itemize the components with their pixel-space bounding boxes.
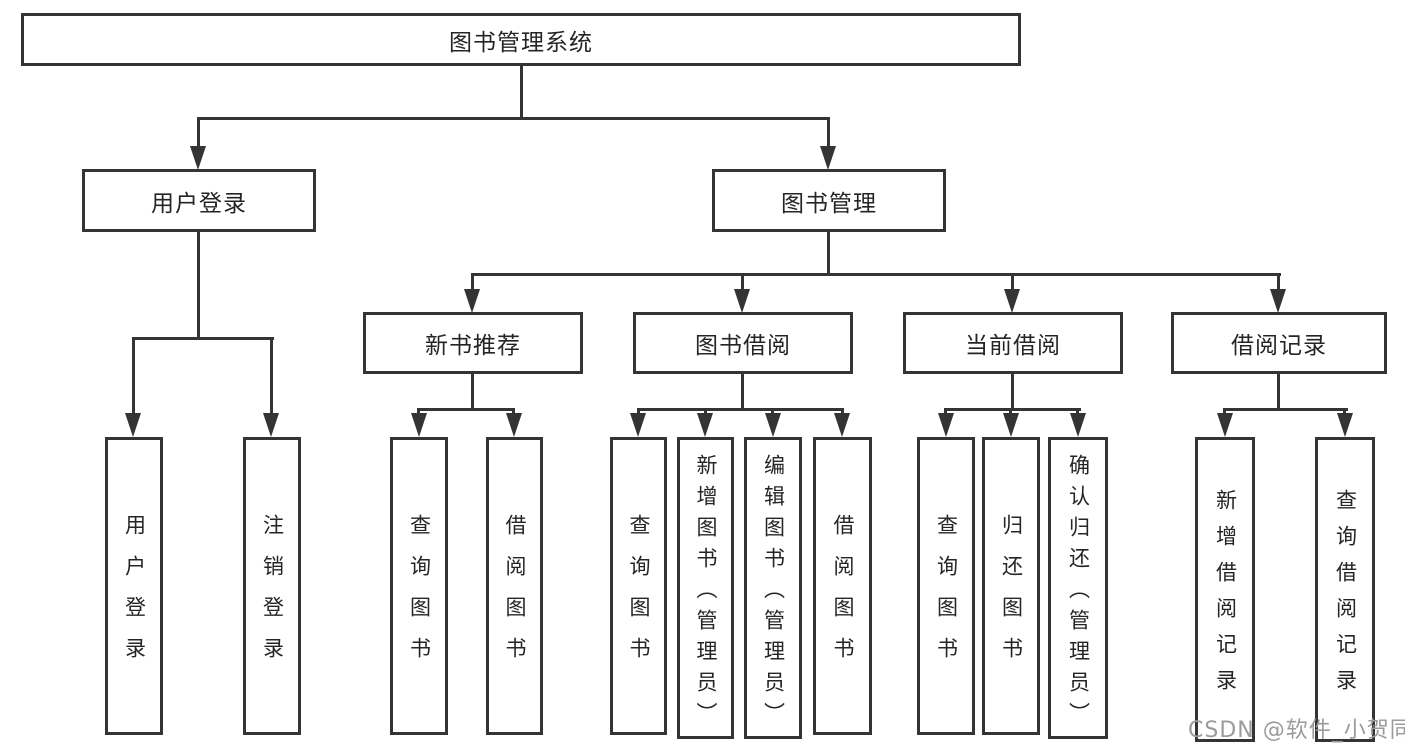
connector-stub-leaf [1009, 410, 1012, 415]
connector-level2-rail [197, 117, 830, 120]
connector-current-borrow-trunk [1011, 374, 1014, 410]
node-book-borrow: 图书借阅 [633, 312, 853, 374]
node-user-login-label: 用户登录 [151, 190, 247, 217]
arrowhead-icon [834, 413, 850, 437]
leaf-record-add-borrow-record: 新增借阅记录 [1195, 437, 1255, 742]
node-new-book-recommend-label: 新书推荐 [425, 333, 521, 359]
leaf-newbook-borrow-book-label: 借阅图书 [503, 514, 527, 678]
connector-stub-book-management [827, 119, 830, 148]
arrowhead-icon [506, 413, 522, 437]
leaf-current-query-book-label: 查询图书 [934, 514, 959, 678]
connector-stub-leaf [1076, 410, 1079, 415]
csdn-watermark: CSDN @软件_小贺同学 [1188, 718, 1405, 743]
connector-stub-leaf [841, 410, 844, 415]
arrowhead-icon [1004, 289, 1020, 313]
arrowhead-icon [1003, 413, 1019, 437]
arrowhead-icon [1270, 289, 1286, 313]
leaf-newbook-borrow-book: 借阅图书 [486, 437, 543, 735]
leaf-current-confirm-return-admin: 确认归还（管理员） [1048, 437, 1108, 739]
connector-stub-leaf [132, 339, 135, 415]
node-current-borrow-label: 当前借阅 [965, 333, 1061, 359]
leaf-borrow-edit-book-admin-label: 编辑图书（管理员） [761, 453, 786, 733]
connector-level3-rail [471, 273, 1281, 276]
arrowhead-icon [1217, 413, 1233, 437]
connector-stub-current-borrow [1011, 275, 1014, 290]
node-book-borrow-label: 图书借阅 [695, 333, 791, 359]
arrowhead-icon [125, 413, 141, 437]
leaf-current-query-book: 查询图书 [917, 437, 975, 735]
connector-borrow-record-trunk [1277, 374, 1280, 410]
leaf-borrow-borrow-book: 借阅图书 [813, 437, 872, 735]
connector-stub-user-login [197, 119, 200, 148]
leaf-current-return-book: 归还图书 [982, 437, 1040, 735]
leaf-borrow-add-book-admin-label: 新增图书（管理员） [694, 453, 718, 733]
connector-stub-new-book [471, 275, 474, 290]
connector-stub-leaf [270, 339, 273, 415]
connector-stub-leaf [1223, 410, 1226, 415]
arrowhead-icon [263, 413, 279, 437]
leaf-current-confirm-return-admin-label: 确认归还（管理员） [1066, 453, 1091, 733]
arrowhead-icon [411, 413, 427, 437]
leaf-user-login: 用户登录 [105, 437, 163, 735]
arrowhead-icon [190, 146, 206, 170]
connector-root-trunk [520, 66, 523, 117]
connector-stub-leaf [417, 410, 420, 415]
arrowhead-icon [734, 289, 750, 313]
leaf-borrow-query-book: 查询图书 [610, 437, 667, 735]
connector-book-borrow-rail [637, 408, 844, 411]
leaf-newbook-query-book: 查询图书 [390, 437, 448, 735]
node-book-management: 图书管理 [712, 169, 946, 232]
connector-user-login-rail [132, 337, 274, 340]
leaf-record-add-borrow-record-label: 新增借阅记录 [1213, 489, 1238, 705]
node-current-borrow: 当前借阅 [903, 312, 1123, 374]
connector-new-book-rail [417, 408, 515, 411]
connector-stub-leaf [512, 410, 515, 415]
node-user-login: 用户登录 [82, 169, 316, 232]
leaf-logout-login-label: 注销登录 [260, 514, 285, 678]
connector-stub-leaf [637, 410, 640, 415]
connector-book-borrow-trunk [741, 374, 744, 410]
leaf-borrow-borrow-book-label: 借阅图书 [831, 514, 855, 678]
node-root: 图书管理系统 [21, 13, 1021, 66]
arrowhead-icon [765, 413, 781, 437]
leaf-borrow-query-book-label: 查询图书 [627, 514, 651, 678]
leaf-record-query-borrow-record: 查询借阅记录 [1315, 437, 1375, 742]
connector-stub-leaf [1343, 410, 1346, 415]
connector-user-login-trunk [197, 232, 200, 337]
arrowhead-icon [1070, 413, 1086, 437]
arrowhead-icon [820, 146, 836, 170]
leaf-current-return-book-label: 归还图书 [999, 514, 1024, 678]
connector-stub-book-borrow [741, 275, 744, 290]
node-new-book-recommend: 新书推荐 [363, 312, 583, 374]
connector-borrow-record-rail [1223, 408, 1348, 411]
leaf-logout-login: 注销登录 [243, 437, 301, 735]
node-borrow-record-label: 借阅记录 [1231, 333, 1327, 359]
connector-book-management-trunk [827, 232, 830, 273]
leaf-user-login-label: 用户登录 [122, 514, 147, 678]
connector-stub-leaf [771, 410, 774, 415]
arrowhead-icon [464, 289, 480, 313]
node-book-management-label: 图书管理 [781, 190, 877, 217]
node-borrow-record: 借阅记录 [1171, 312, 1387, 374]
arrowhead-icon [938, 413, 954, 437]
connector-current-borrow-rail [944, 408, 1081, 411]
arrowhead-icon [697, 413, 713, 437]
leaf-newbook-query-book-label: 查询图书 [407, 514, 432, 678]
leaf-borrow-edit-book-admin: 编辑图书（管理员） [744, 437, 802, 739]
connector-stub-borrow-record [1277, 275, 1280, 290]
leaf-borrow-add-book-admin: 新增图书（管理员） [677, 437, 734, 739]
arrowhead-icon [630, 413, 646, 437]
connector-stub-leaf [944, 410, 947, 415]
connector-new-book-trunk [471, 374, 474, 410]
leaf-record-query-borrow-record-label: 查询借阅记录 [1333, 489, 1358, 705]
node-root-label: 图书管理系统 [449, 29, 593, 56]
arrowhead-icon [1337, 413, 1353, 437]
connector-stub-leaf [704, 410, 707, 415]
